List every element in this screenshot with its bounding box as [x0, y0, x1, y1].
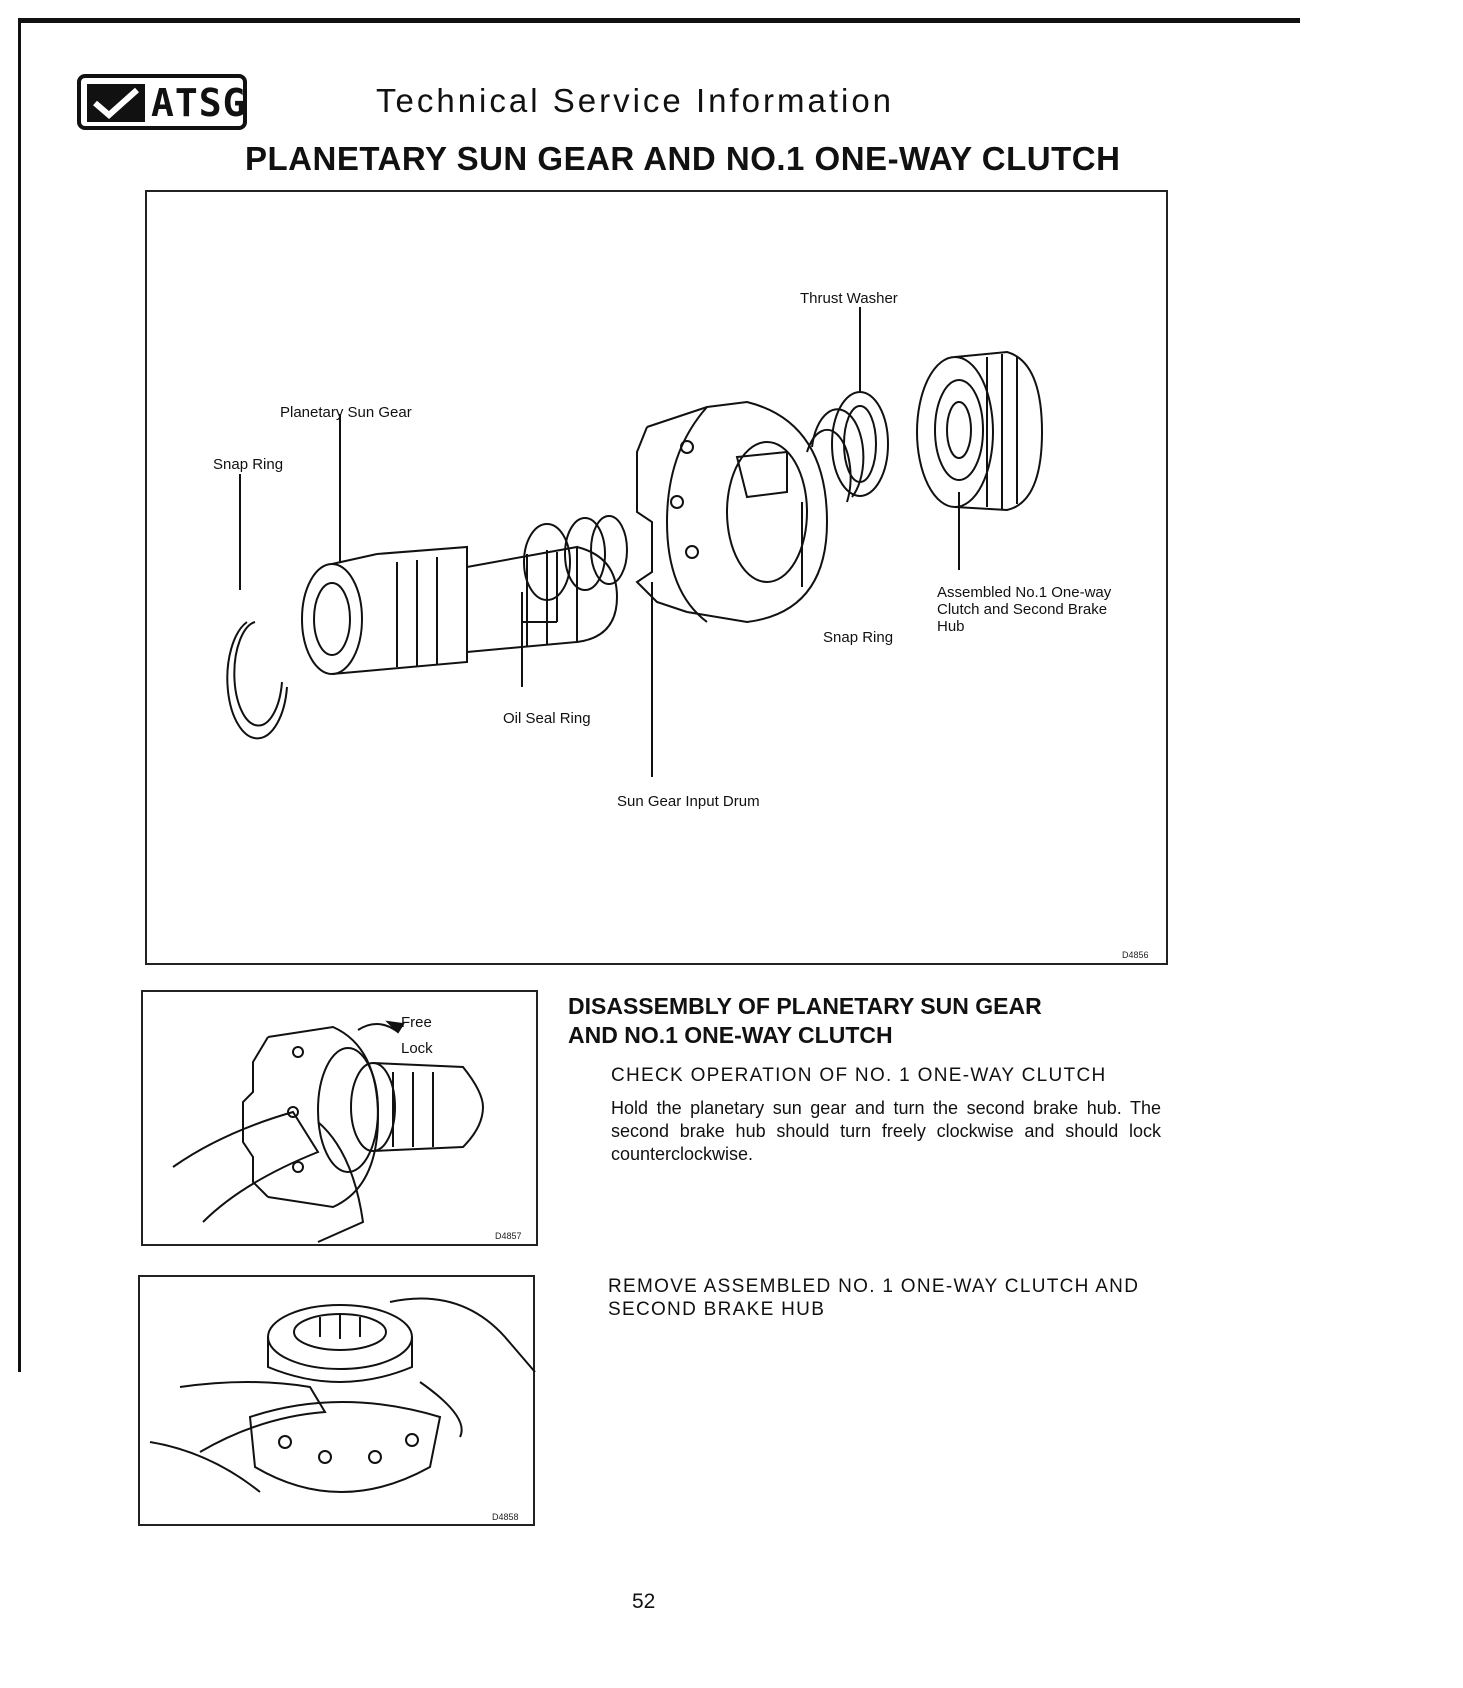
page-number: 52: [632, 1590, 656, 1613]
step2-title: REMOVE ASSEMBLED NO. 1 ONE-WAY CLUTCH AN…: [608, 1275, 1139, 1321]
label-assembled-line1: Assembled No.1 One-way: [937, 584, 1112, 601]
exploded-view-drawing: [226, 307, 1044, 777]
page-left-rule: [18, 22, 21, 1372]
label-snap-ring-left: Snap Ring: [213, 456, 284, 473]
lock-label: Lock: [401, 1040, 433, 1057]
step1-title: CHECK OPERATION OF NO. 1 ONE-WAY CLUTCH: [611, 1065, 1107, 1086]
header-title: Technical Service Information: [376, 82, 895, 119]
figure-code: D4858: [492, 1512, 519, 1522]
checkmark-icon: [87, 84, 145, 122]
figure-code: D4856: [1122, 950, 1149, 960]
figure-code: D4857: [495, 1231, 522, 1241]
check-operation-drawing: [172, 1020, 485, 1243]
remove-hub-figure: D4858: [138, 1275, 536, 1526]
page-title: PLANETARY SUN GEAR AND NO.1 ONE-WAY CLUT…: [245, 140, 1121, 177]
label-planetary-sun-gear: Planetary Sun Gear: [280, 404, 412, 421]
label-sun-gear-input-drum: Sun Gear Input Drum: [617, 793, 760, 810]
section-heading-line1: DISASSEMBLY OF PLANETARY SUN GEAR: [568, 993, 1042, 1019]
logo-text: ATSG: [151, 81, 247, 125]
label-oil-seal-ring: Oil Seal Ring: [503, 710, 591, 727]
label-assembled-line2: Clutch and Second Brake: [937, 601, 1108, 618]
section-heading: DISASSEMBLY OF PLANETARY SUN GEAR AND NO…: [568, 992, 1128, 1050]
step2-title-line2: SECOND BRAKE HUB: [608, 1299, 826, 1320]
check-operation-figure: Free Lock D4857: [141, 990, 538, 1246]
exploded-view-figure: Thrust Washer Planetary Sun Gear Snap Ri…: [145, 190, 1168, 965]
step1-body: Hold the planetary sun gear and turn the…: [611, 1098, 1161, 1164]
section-heading-line2: AND NO.1 ONE-WAY CLUTCH: [568, 1022, 893, 1048]
remove-hub-drawing: [149, 1297, 536, 1493]
label-thrust-washer: Thrust Washer: [800, 290, 898, 307]
free-label: Free: [401, 1014, 432, 1031]
label-assembled-line3: Hub: [937, 618, 965, 635]
label-snap-ring-right: Snap Ring: [823, 629, 894, 646]
atsg-logo: ATSG: [77, 74, 247, 130]
step2-title-line1: REMOVE ASSEMBLED NO. 1 ONE-WAY CLUTCH AN…: [608, 1276, 1140, 1297]
page-top-rule: [18, 18, 1300, 23]
